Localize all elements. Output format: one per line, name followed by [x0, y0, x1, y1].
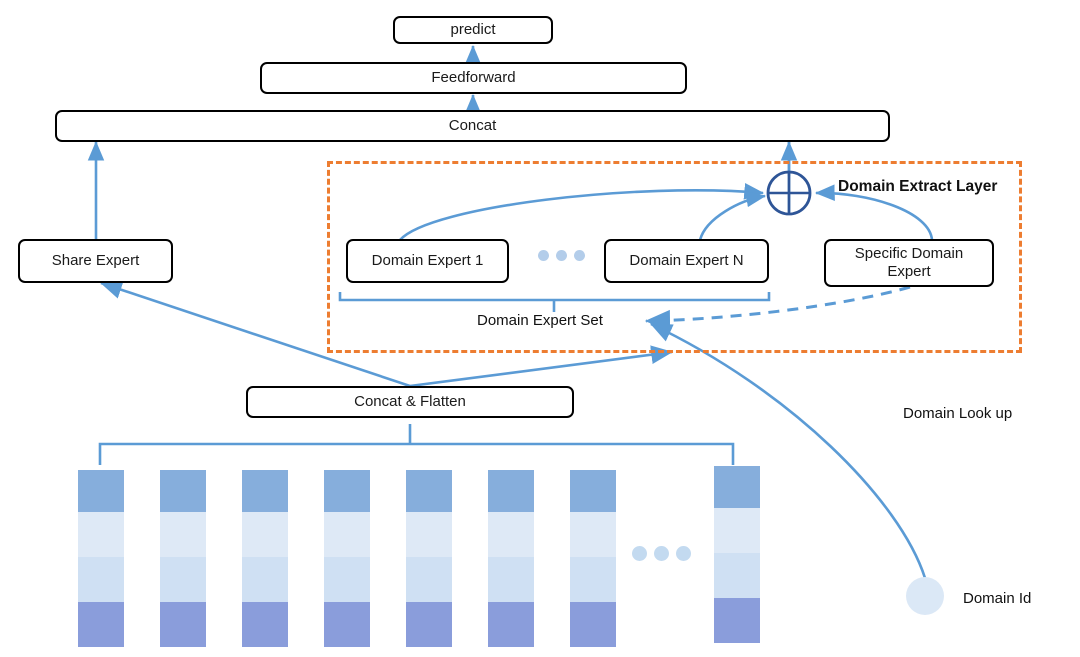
embedding-cell — [406, 602, 452, 647]
embedding-cell — [488, 557, 534, 602]
embedding-cell — [488, 470, 534, 512]
embedding-cell — [570, 557, 616, 602]
embedding-cell — [406, 470, 452, 512]
plus-circle-icon — [766, 170, 812, 216]
embedding-cell — [78, 557, 124, 602]
concat-flatten-label: Concat & Flatten — [354, 392, 466, 410]
embedding-cell — [160, 602, 206, 647]
embedding-cell — [714, 466, 760, 508]
curve-domain-expert-n-to-plus — [698, 190, 767, 241]
embedding-cell — [78, 602, 124, 647]
embedding-cell — [324, 470, 370, 512]
specific-domain-expert-label-line1: Specific Domain — [854, 245, 964, 263]
embedding-cell — [406, 512, 452, 557]
specific-domain-expert-label-line2: Expert — [887, 263, 931, 280]
domain-look-up-label: Domain Look up — [903, 405, 1013, 422]
embedding-cell — [488, 602, 534, 647]
domain-expert-set-label: Domain Expert Set — [477, 312, 603, 329]
embedding-cell — [160, 470, 206, 512]
specific-domain-expert-box[interactable]: Specific Domain Expert — [824, 239, 994, 287]
domain-id-node-icon[interactable] — [906, 577, 944, 615]
arrow-domain-id-to-expert-set — [650, 322, 927, 579]
embedding-cell — [570, 512, 616, 557]
share-expert-label: Share Expert — [51, 251, 140, 269]
embedding-cell — [242, 602, 288, 647]
embedding-cell — [488, 512, 534, 557]
ellipsis-icon-experts — [538, 250, 585, 261]
arrow-flatten-to-extract-layer — [409, 345, 674, 388]
embedding-cell — [160, 557, 206, 602]
embedding-cell — [714, 508, 760, 553]
domain-expert-n-label: Domain Expert N — [629, 251, 744, 269]
ellipsis-icon-embeddings — [632, 546, 691, 561]
embedding-cell — [406, 557, 452, 602]
domain-extract-layer-label: Domain Extract Layer — [838, 178, 998, 195]
domain-extract-layer-region — [327, 161, 1022, 353]
embedding-cell — [570, 470, 616, 512]
embedding-cell — [160, 512, 206, 557]
embedding-cell — [324, 512, 370, 557]
embedding-cell — [570, 602, 616, 647]
embedding-cell — [714, 553, 760, 598]
embedding-cell — [324, 602, 370, 647]
predict-box[interactable]: predict — [393, 16, 553, 44]
bracket-embedding-columns — [98, 442, 735, 465]
concat-box[interactable]: Concat — [55, 110, 890, 142]
domain-expert-n-box[interactable]: Domain Expert N — [604, 239, 769, 283]
concat-label: Concat — [448, 116, 497, 134]
feedforward-label: Feedforward — [431, 68, 516, 86]
embedding-cell — [78, 512, 124, 557]
embedding-cell — [78, 470, 124, 512]
curve-specific-expert-to-plus — [814, 184, 934, 241]
embedding-cell — [324, 557, 370, 602]
concat-flatten-box[interactable]: Concat & Flatten — [246, 386, 574, 418]
domain-expert-1-label: Domain Expert 1 — [371, 251, 484, 269]
embedding-cell — [242, 512, 288, 557]
curve-domain-expert-1-to-plus — [399, 183, 765, 241]
embedding-cell — [242, 470, 288, 512]
feedforward-box[interactable]: Feedforward — [260, 62, 687, 94]
dashed-arrow-expert-set-to-specific-expert — [644, 285, 911, 332]
embedding-cell — [242, 557, 288, 602]
domain-expert-1-box[interactable]: Domain Expert 1 — [346, 239, 509, 283]
embedding-cell — [714, 598, 760, 643]
share-expert-box[interactable]: Share Expert — [18, 239, 173, 283]
domain-id-label: Domain Id — [963, 590, 1032, 607]
arrow-flatten-to-share-expert — [100, 280, 411, 388]
predict-label: predict — [450, 20, 496, 38]
